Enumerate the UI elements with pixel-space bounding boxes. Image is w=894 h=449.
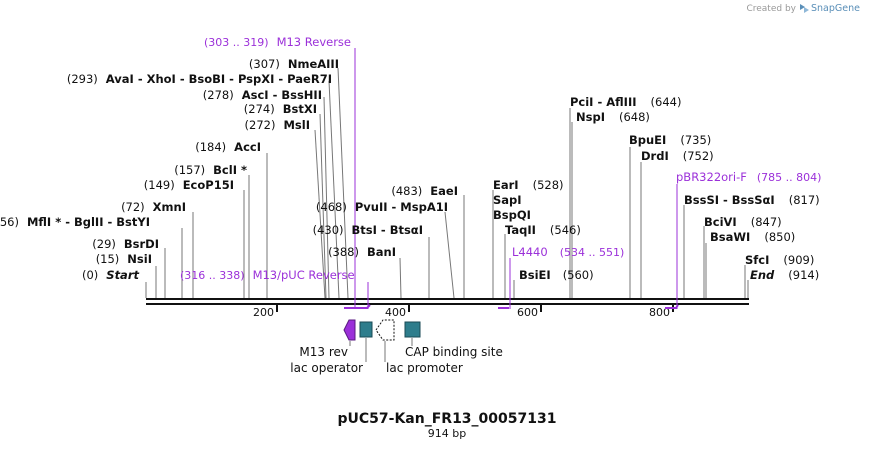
enzyme-site-lines xyxy=(145,67,749,299)
feature-leader-lines xyxy=(349,338,413,362)
tick-label-400: 400 xyxy=(385,306,406,319)
lac-operator-feature xyxy=(359,321,373,338)
tick-label-200: 200 xyxy=(253,306,274,319)
enzyme-label-end: End(914) xyxy=(750,268,819,282)
enzyme-label-pvuii: (468)PvuII - MspA1I xyxy=(316,200,448,214)
enzyme-label-sfci: SfcI(909) xyxy=(745,253,814,267)
enzyme-label-bsawi: BsaWI(850) xyxy=(710,230,795,244)
feature-label-m13-rev: M13 rev xyxy=(299,345,348,359)
lac-promoter-feature xyxy=(375,319,395,341)
tick-label-600: 600 xyxy=(517,306,538,319)
primer-lines xyxy=(354,48,678,309)
brand-name: SnapGene xyxy=(811,3,860,14)
enzyme-label-sapi: SapI xyxy=(493,193,522,207)
brand-prefix: Created by xyxy=(746,4,796,14)
enzyme-label-mfli: (56)MflI * - BglII - BstYI xyxy=(0,215,150,229)
primer-arrows xyxy=(344,304,679,309)
enzyme-label-bspqi: BspQI xyxy=(493,208,531,222)
primer-label-l4440: L4440(534 .. 551) xyxy=(512,245,624,259)
enzyme-label-pcii: PciI - AflIII(644) xyxy=(570,95,681,109)
enzyme-label-drdi: DrdI(752) xyxy=(641,149,714,163)
enzyme-label-bcli: (157)BclI * xyxy=(174,163,247,177)
enzyme-label-avai: (293)AvaI - XhoI - BsoBI - PspXI - PaeR7… xyxy=(67,72,332,86)
enzyme-label-xmni: (72)XmnI xyxy=(121,200,186,214)
sequence-title: pUC57-Kan_FR13_00057131 xyxy=(338,411,557,427)
feature-label-lac-promoter: lac promoter xyxy=(386,361,463,375)
feature-label-cap-site: CAP binding site xyxy=(405,345,503,359)
enzyme-label-nsii: (15)NsiI xyxy=(96,252,152,266)
enzyme-label-bsssi: BssSI - BssSαI(817) xyxy=(684,193,820,207)
enzyme-label-asci: (278)AscI - BssHII xyxy=(203,88,322,102)
enzyme-label-bani: (388)BanI xyxy=(328,245,396,259)
cap-binding-site-feature xyxy=(404,321,421,338)
dna-backbone xyxy=(146,298,749,305)
enzyme-label-start: (0)Start xyxy=(82,268,140,282)
primer-label-m13-puc-reverse: (316 .. 338)M13/pUC Reverse xyxy=(180,268,355,282)
enzyme-label-btsi: (430)BtsI - BtsαI xyxy=(313,223,423,237)
enzyme-label-eari: EarI(528) xyxy=(493,178,564,192)
enzyme-label-nmeaiii: (307)NmeAIII xyxy=(249,57,339,71)
axis-ticks xyxy=(276,305,674,312)
snapgene-logo-icon xyxy=(800,4,809,13)
enzyme-label-eaei: (483)EaeI xyxy=(391,184,458,198)
enzyme-label-bpuei: BpuEI(735) xyxy=(629,133,711,147)
enzyme-label-bstxi: (274)BstXI xyxy=(244,102,317,116)
enzyme-label-nspi: NspI(648) xyxy=(576,110,650,124)
tick-label-800: 800 xyxy=(649,306,670,319)
enzyme-label-bsrdi: (29)BsrDI xyxy=(92,237,159,251)
feature-label-lac-operator: lac operator xyxy=(290,361,363,375)
enzyme-label-ecop15i: (149)EcoP15I xyxy=(144,178,234,192)
primer-label-m13-reverse: (303 .. 319)M13 Reverse xyxy=(204,35,351,49)
sequence-length: 914 bp xyxy=(428,427,466,440)
enzyme-label-bcivi: BciVI(847) xyxy=(704,215,782,229)
m13-rev-feature xyxy=(343,319,356,341)
primer-label-pbr322ori-f: pBR322ori-F(785 .. 804) xyxy=(676,170,821,184)
enzyme-label-bsiei: BsiEI(560) xyxy=(519,268,594,282)
enzyme-label-taqii: TaqII(546) xyxy=(505,223,581,237)
enzyme-label-acci: (184)AccI xyxy=(195,140,261,154)
enzyme-label-msli: (272)MslI xyxy=(245,118,310,132)
